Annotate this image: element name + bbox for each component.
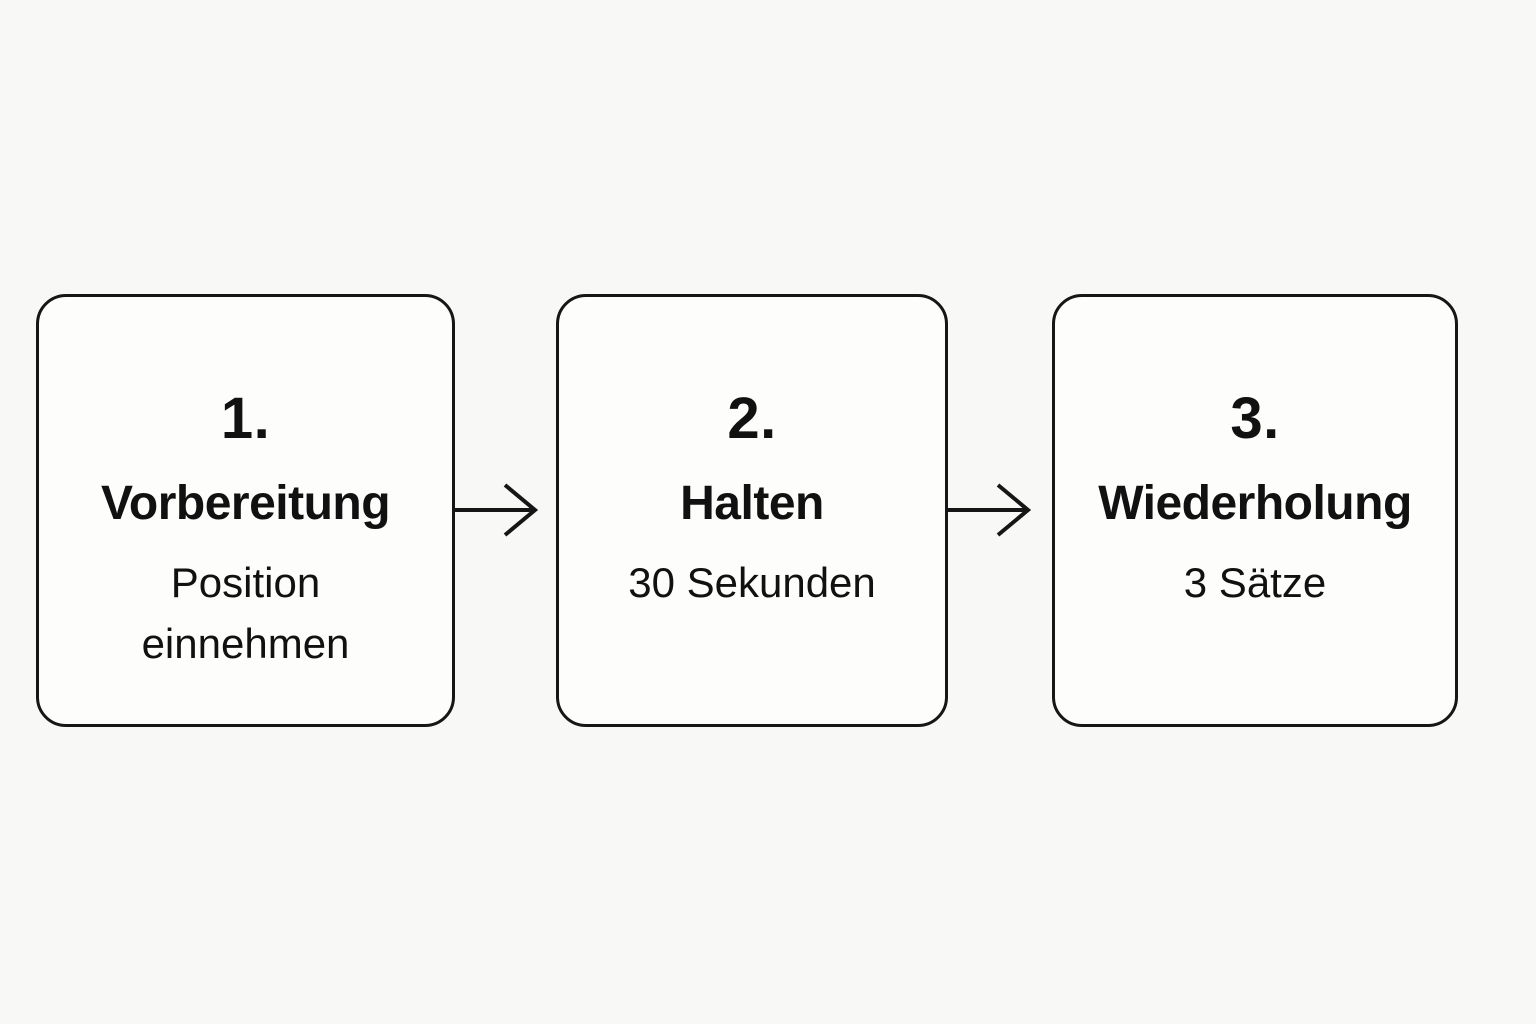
step-number: 3. [1230, 386, 1280, 451]
step-number: 2. [727, 386, 777, 451]
arrow-right-icon [453, 478, 543, 542]
step-box-wiederholung: 3. Wiederholung 3 Sätze [1052, 294, 1458, 727]
step-box-vorbereitung: 1. Vorbereitung Position einnehmen [36, 294, 455, 727]
step-number: 1. [220, 386, 271, 451]
step-subtitle: 30 Sekunden [628, 559, 876, 606]
arrow-right-icon [946, 478, 1036, 542]
step-title: Vorbereitung [100, 477, 391, 530]
step-subtitle: 3 Sätze [1183, 559, 1327, 606]
step-title: Halten [680, 477, 824, 530]
step-box-halten: 2. Halten 30 Sekunden [556, 294, 948, 727]
step-subtitle: Position einnehmen [141, 559, 350, 667]
step-title: Wiederholung [1098, 477, 1412, 530]
